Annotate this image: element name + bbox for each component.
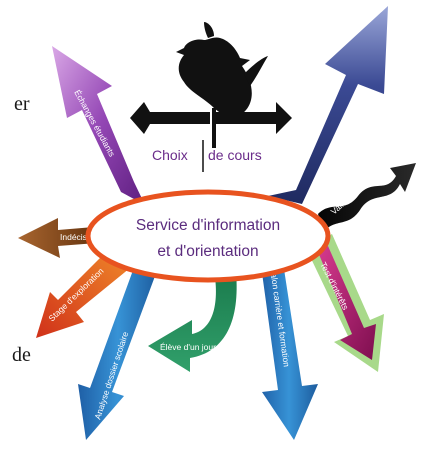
arrow-label-indecision: Indécision xyxy=(60,232,99,242)
vane-label-right: de cours xyxy=(208,147,262,163)
center-title-line1: Service d'information xyxy=(136,217,280,234)
edge-fragment-top: er xyxy=(14,93,30,115)
arrow-validation-choix: Validation choix xyxy=(318,163,416,232)
arrow-indecision: Indécision xyxy=(18,218,110,258)
vane-label-left: Choix xyxy=(152,147,188,163)
edge-fragment-bottom: de xyxy=(12,344,31,366)
center-title-line2: et d'orientation xyxy=(157,243,258,260)
arrow-echanges-etudiants: Échanges étudiants xyxy=(52,46,145,205)
arrow-eleve-un-jour: Élève d'un jour xyxy=(148,270,237,372)
arrow-label-eleve: Élève d'un jour xyxy=(160,342,216,352)
rooster-weather-vane xyxy=(130,22,292,172)
arrow-test-interets: Test d'intérêts xyxy=(306,234,384,372)
center-node: Service d'information et d'orientation xyxy=(85,189,331,283)
arrow-salon-carriere: Salon carrière et formation xyxy=(260,256,318,440)
